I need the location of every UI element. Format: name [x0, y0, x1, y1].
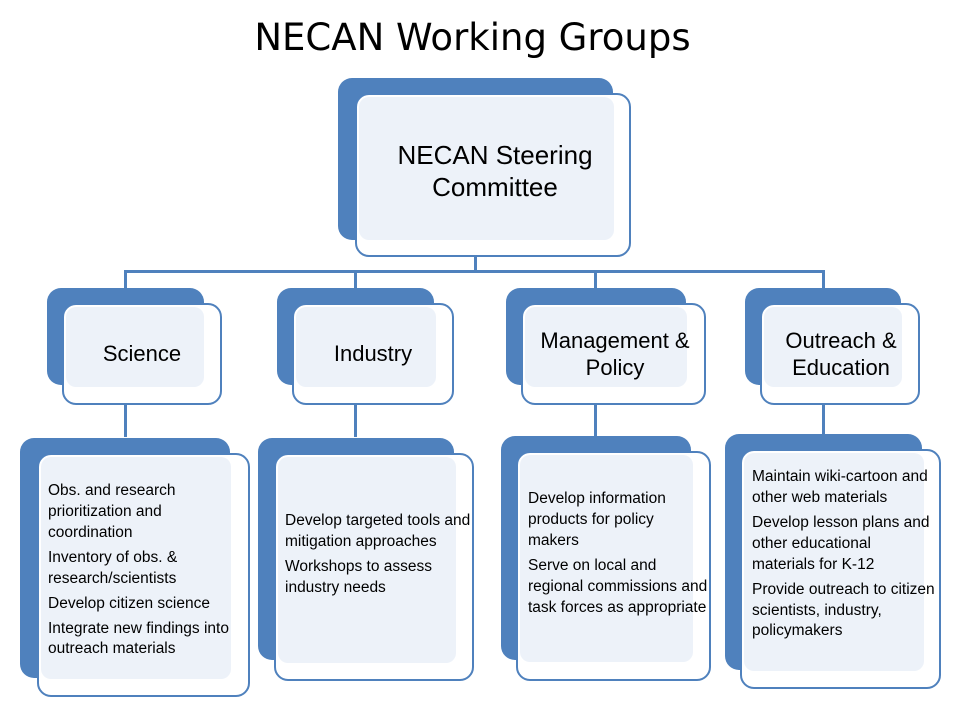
connector-management	[594, 270, 597, 290]
management-tasks-fill	[520, 455, 693, 662]
connector-industry-down	[354, 403, 357, 437]
industry-node-fill	[296, 307, 436, 387]
connector-industry	[354, 270, 357, 290]
outreach-task-1: Maintain wiki-cartoon and other web mate…	[752, 468, 928, 506]
industry-tasks-fill	[278, 457, 456, 663]
science-tasks-fill	[41, 457, 231, 679]
connector-outreach-down	[822, 403, 825, 437]
outreach-tasks-fill	[744, 453, 924, 671]
root-node-label: NECAN Steering Committee	[397, 139, 593, 203]
root-node: NECAN Steering Committee	[355, 93, 631, 257]
management-task-1: Develop information products for policy …	[528, 490, 666, 549]
industry-tasks-card: Develop targeted tools and mitigation ap…	[274, 453, 474, 681]
outreach-task-3: Provide outreach to citizen scientists, …	[752, 580, 935, 640]
science-task-1: Obs. and research prioritization and coo…	[48, 482, 176, 541]
science-task-4: Integrate new findings into outreach mat…	[48, 619, 229, 658]
outreach-node-fill	[764, 307, 902, 387]
industry-task-1: Develop targeted tools and mitigation ap…	[285, 512, 471, 550]
outreach-label: Outreach & Education	[785, 327, 897, 381]
industry-label: Industry	[333, 341, 413, 367]
management-tasks-card: Develop information products for policy …	[516, 451, 711, 681]
science-task-3: Develop citizen science	[48, 594, 210, 612]
connector-management-down	[594, 403, 597, 437]
science-task-list: Obs. and research prioritization and coo…	[48, 481, 248, 664]
connector-outreach	[822, 270, 825, 290]
management-task-list: Develop information products for policy …	[528, 489, 708, 623]
science-task-2: Inventory of obs. & research/scientists	[48, 548, 178, 587]
outreach-task-2: Develop lesson plans and other education…	[752, 513, 930, 573]
science-node-fill	[66, 307, 204, 387]
connector-science	[124, 270, 127, 290]
management-task-2: Serve on local and regional commissions …	[528, 556, 708, 616]
management-node: Management & Policy	[521, 303, 706, 405]
page-title: NECAN Working Groups	[254, 16, 691, 59]
connector-horizontal	[124, 270, 824, 273]
outreach-task-list: Maintain wiki-cartoon and other web mate…	[752, 467, 936, 646]
science-node: Science	[62, 303, 222, 405]
science-label: Science	[102, 341, 182, 367]
management-node-fill	[525, 307, 687, 387]
science-tasks-card: Obs. and research prioritization and coo…	[37, 453, 250, 697]
industry-task-list: Develop targeted tools and mitigation ap…	[285, 511, 471, 603]
connector-science-down	[124, 403, 127, 437]
management-label: Management & Policy	[540, 327, 690, 381]
root-node-fill	[359, 97, 614, 240]
outreach-tasks-card: Maintain wiki-cartoon and other web mate…	[740, 449, 941, 689]
industry-task-2: Workshops to assess industry needs	[285, 557, 433, 596]
industry-node: Industry	[292, 303, 454, 405]
outreach-node: Outreach & Education	[760, 303, 920, 405]
